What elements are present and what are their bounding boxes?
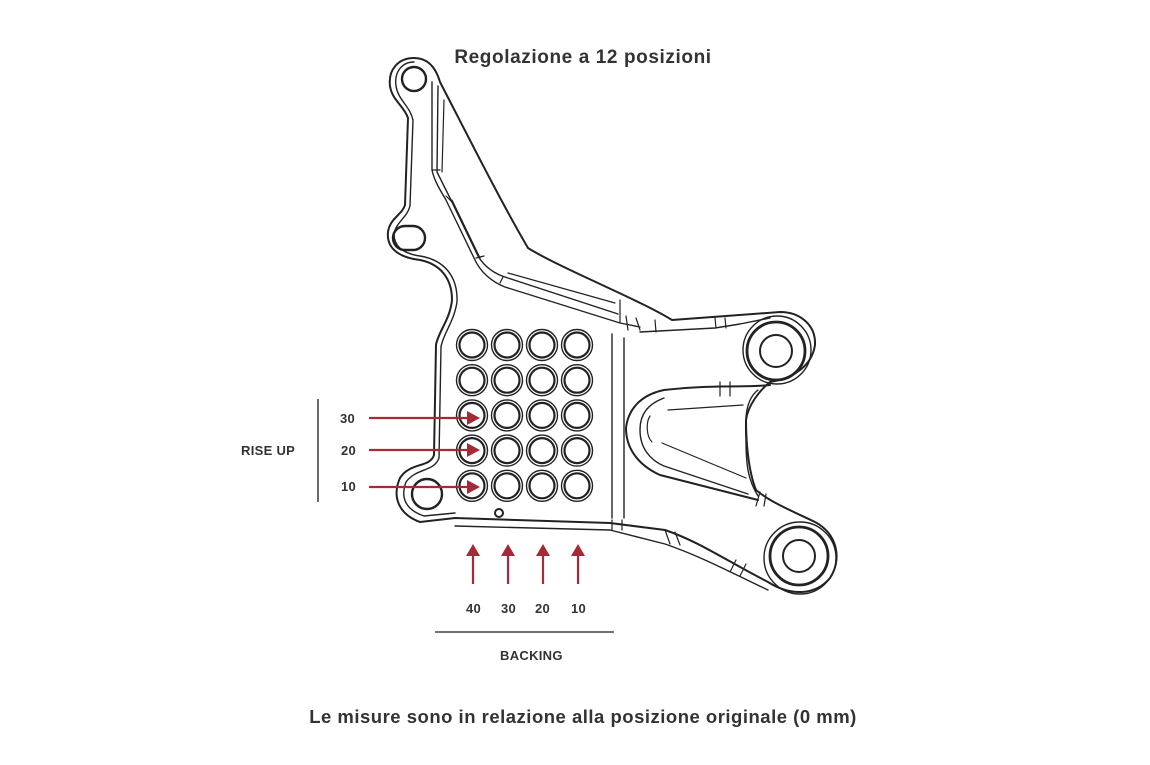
position-hole-inner (563, 366, 591, 394)
position-hole (455, 469, 489, 502)
position-hole (560, 434, 594, 467)
diagram-title: Regolazione a 12 posizioni (454, 47, 712, 68)
rise-up-arrow-20-head (467, 443, 480, 457)
position-hole (455, 364, 489, 397)
rise-up-arrow-30-head (467, 411, 480, 425)
top-eye-hole (400, 65, 428, 93)
rise-up-arrow-10-head (467, 480, 480, 494)
position-hole (560, 399, 594, 432)
position-hole (490, 399, 524, 432)
position-hole (525, 399, 559, 432)
backing-value-30: 30 (501, 601, 517, 616)
position-hole (525, 469, 559, 502)
position-hole-inner (528, 472, 556, 500)
position-hole-inner (493, 366, 521, 394)
position-hole-inner (458, 472, 486, 500)
position-hole (490, 364, 524, 397)
position-hole (490, 328, 524, 362)
bracket-outline-inner (393, 61, 458, 517)
upper-right-eye-hole (759, 334, 793, 368)
rise-up-label: RISE UP (241, 443, 296, 458)
position-hole-inner (563, 472, 591, 500)
small-pin-hole (494, 508, 504, 518)
position-hole-inner (458, 366, 486, 394)
position-hole-grid (455, 328, 594, 502)
mounting-slot (391, 224, 427, 252)
position-hole-inner (563, 331, 591, 359)
position-hole-inner (493, 437, 521, 465)
rise-up-value-20: 20 (341, 443, 357, 458)
backing-value-40: 40 (466, 601, 482, 616)
position-hole (560, 364, 594, 397)
rise-up-value-30: 30 (340, 411, 356, 426)
position-hole (455, 399, 489, 432)
position-hole-inner (493, 472, 521, 500)
backing-label: BACKING (500, 648, 563, 663)
position-hole-inner (493, 331, 521, 359)
upper-right-eye-outer (742, 315, 812, 385)
position-hole-inner (458, 401, 486, 429)
position-hole-inner (528, 366, 556, 394)
position-hole (525, 364, 559, 397)
backing-arrow-40-head (466, 544, 480, 556)
footnote: Le misure sono in relazione alla posizio… (309, 706, 857, 727)
position-hole-inner (528, 401, 556, 429)
triangle-cutout (625, 384, 771, 501)
backing-arrow-10-head (571, 544, 585, 556)
rise-up-value-10: 10 (341, 479, 357, 494)
lower-right-eye-outer (763, 521, 837, 595)
backing-arrow-30-head (501, 544, 515, 556)
position-hole (560, 328, 594, 362)
position-hole-inner (528, 437, 556, 465)
position-hole (455, 328, 489, 362)
position-hole (525, 328, 559, 362)
position-hole (560, 469, 594, 502)
position-hole-inner (458, 331, 486, 359)
position-hole-inner (563, 437, 591, 465)
position-hole (490, 434, 524, 467)
position-hole (490, 469, 524, 502)
position-hole-inner (528, 331, 556, 359)
backing-value-20: 20 (535, 601, 551, 616)
position-hole-inner (493, 401, 521, 429)
backing-value-10: 10 (571, 601, 587, 616)
backing-arrow-20-head (536, 544, 550, 556)
lower-left-eye-hole (410, 477, 444, 511)
lower-right-eye-hole (782, 539, 816, 573)
position-hole (525, 434, 559, 467)
position-hole-inner (563, 401, 591, 429)
